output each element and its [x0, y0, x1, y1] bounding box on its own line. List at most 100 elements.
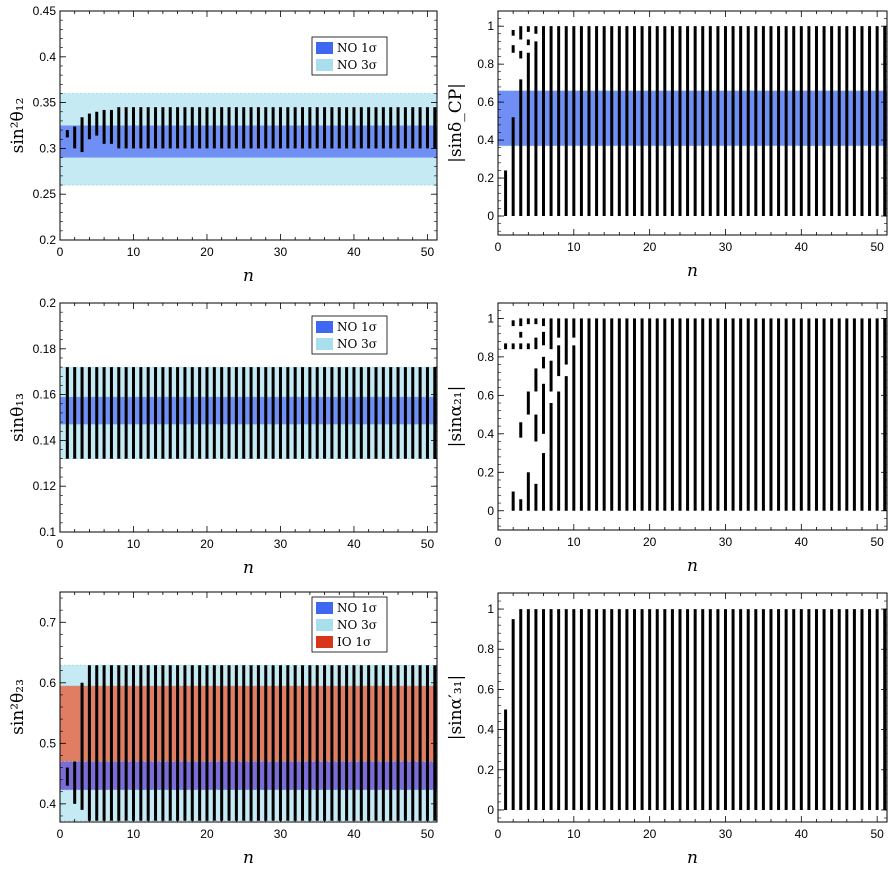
y-tick-label: 0.2 — [39, 233, 56, 247]
y-tick-label: 0.1 — [39, 525, 56, 539]
x-tick-label: 30 — [274, 245, 288, 259]
y-axis-label: |sinα₂₁| — [446, 386, 466, 448]
legend-label: NO 1σ — [337, 320, 377, 334]
y-tick-label: 0.25 — [33, 187, 57, 201]
y-axis-label: |sinα′₃₁| — [446, 675, 466, 741]
data-points — [65, 665, 437, 821]
x-tick-label: 20 — [200, 537, 214, 551]
x-tick-label: 40 — [795, 535, 809, 549]
x-tick-label: 30 — [719, 240, 733, 254]
y-tick-label: 0.35 — [33, 96, 57, 110]
y-tick-label: 0 — [487, 209, 494, 223]
x-tick-label: 40 — [795, 827, 809, 841]
legend-label: NO 1σ — [337, 601, 377, 615]
data-points — [504, 26, 887, 217]
x-tick-label: 10 — [567, 240, 581, 254]
y-tick-label: 0.6 — [477, 95, 494, 109]
data-points — [65, 107, 437, 153]
y-tick-label: 0.6 — [39, 676, 56, 690]
y-tick-label: 0.3 — [39, 141, 56, 155]
bands — [60, 664, 437, 822]
plot-frame — [59, 302, 438, 533]
x-tick-label: 50 — [870, 827, 884, 841]
x-axis-label: n — [243, 558, 254, 578]
legend: NO 1σ NO 3σ — [311, 315, 388, 355]
x-tick-label: 30 — [719, 827, 733, 841]
y-tick-label: 0.16 — [33, 388, 57, 402]
x-tick-label: 0 — [495, 535, 502, 549]
x-tick-label: 40 — [795, 240, 809, 254]
legend-swatch — [316, 619, 333, 631]
y-tick-label: 0.12 — [33, 479, 57, 493]
x-tick-label: 40 — [347, 827, 361, 841]
x-tick-label: 40 — [347, 537, 361, 551]
plot-frame — [59, 10, 438, 241]
x-tick-label: 10 — [567, 535, 581, 549]
x-axis-label: n — [687, 848, 698, 868]
x-tick-label: 50 — [870, 240, 884, 254]
y-tick-label: 1 — [487, 602, 494, 616]
y-tick-label: 0.4 — [477, 723, 494, 737]
y-tick-label: 0.8 — [477, 642, 494, 656]
y-axis-label: sin²θ₂₃ — [8, 679, 28, 735]
legend-label: NO 3σ — [337, 337, 377, 351]
x-tick-label: 50 — [421, 245, 435, 259]
y-tick-label: 0.18 — [33, 342, 57, 356]
y-tick-label: 0.4 — [39, 50, 56, 64]
data-points — [65, 367, 437, 459]
bands — [60, 366, 437, 460]
y-tick-label: 0.6 — [477, 388, 494, 402]
x-tick-label: 30 — [274, 827, 288, 841]
x-tick-label: 20 — [200, 827, 214, 841]
plot-frame — [497, 302, 888, 531]
data-points — [504, 609, 887, 810]
y-tick-label: 0.5 — [39, 736, 56, 750]
x-tick-label: 20 — [643, 535, 657, 549]
x-tick-label: 20 — [643, 240, 657, 254]
x-tick-label: 30 — [274, 537, 288, 551]
x-tick-label: 20 — [643, 827, 657, 841]
y-axis-label: sinθ₁₃ — [8, 393, 28, 442]
legend-label: NO 1σ — [337, 41, 377, 55]
x-axis-label: n — [243, 848, 254, 868]
y-tick-label: 0.6 — [477, 682, 494, 696]
y-tick-label: 0.4 — [39, 797, 56, 811]
x-axis-label: n — [243, 266, 254, 286]
x-tick-label: 10 — [567, 827, 581, 841]
x-tick-label: 0 — [57, 827, 64, 841]
y-tick-label: 0.8 — [477, 350, 494, 364]
x-axis-label: n — [687, 261, 698, 281]
band — [60, 396, 437, 425]
legend-swatch — [316, 59, 333, 71]
legend-swatch — [316, 321, 333, 333]
x-tick-label: 0 — [57, 245, 64, 259]
band — [60, 761, 437, 790]
x-tick-label: 0 — [57, 537, 64, 551]
x-tick-label: 10 — [127, 537, 141, 551]
plot-frame — [497, 592, 888, 823]
x-axis-label: n — [687, 556, 698, 576]
bands — [498, 90, 887, 147]
legend-swatch — [316, 338, 333, 350]
y-axis-label: |sinδ_CP| — [446, 83, 466, 163]
y-tick-label: 0.2 — [477, 763, 494, 777]
legend-swatch — [316, 602, 333, 614]
y-tick-label: 0.2 — [39, 296, 56, 310]
y-tick-label: 0 — [487, 803, 494, 817]
legend-label: IO 1σ — [337, 635, 371, 649]
y-tick-label: 0.4 — [477, 427, 494, 441]
x-tick-label: 0 — [495, 240, 502, 254]
band — [60, 125, 437, 158]
x-tick-label: 10 — [127, 827, 141, 841]
band — [498, 90, 887, 146]
y-axis-label: sin²θ₁₂ — [8, 98, 28, 154]
legend-swatch — [316, 636, 333, 648]
plot-frame — [497, 10, 888, 236]
legend-swatch — [316, 42, 333, 54]
